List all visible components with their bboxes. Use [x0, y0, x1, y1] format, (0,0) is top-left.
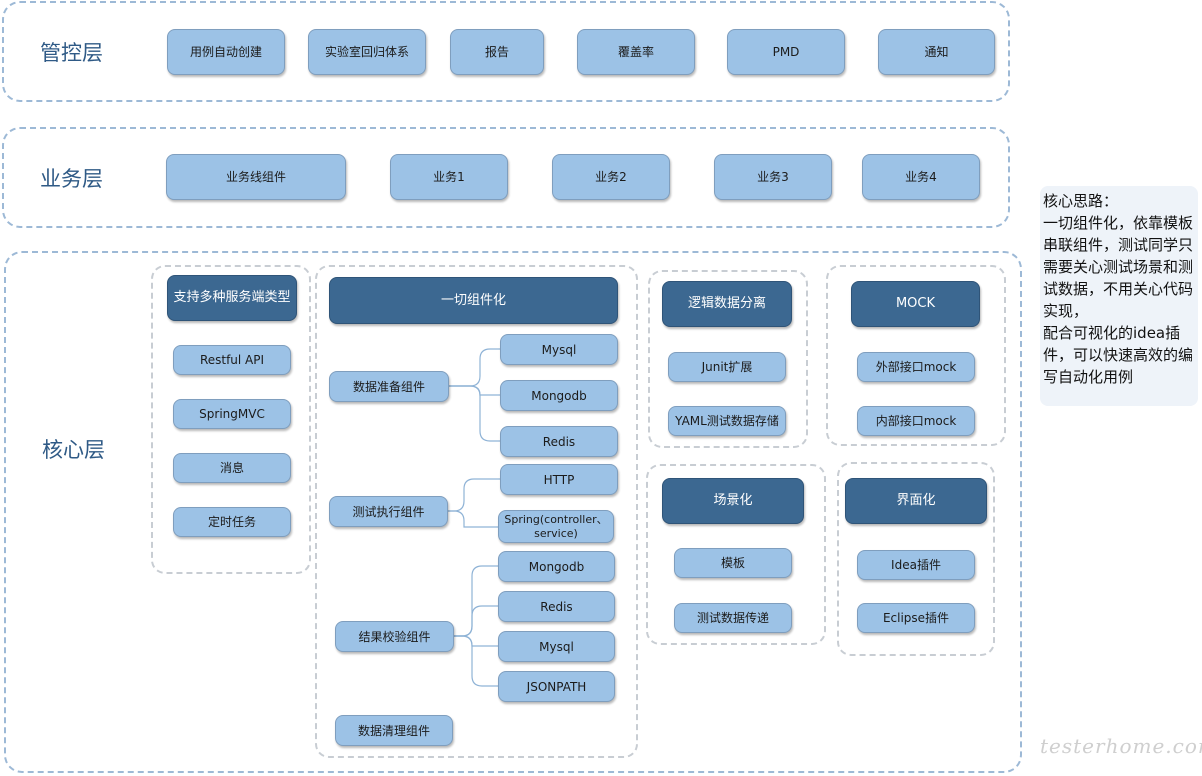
control-item-auto-create[interactable]: 用例自动创建 — [167, 29, 285, 75]
result-check-component[interactable]: 结果校验组件 — [335, 621, 454, 652]
business-item-2[interactable]: 业务2 — [552, 154, 670, 200]
result-check-mongodb[interactable]: Mongodb — [498, 551, 615, 582]
connector-check-mongodb — [454, 565, 498, 637]
ui-group — [837, 462, 995, 656]
connector-exec-http — [448, 478, 500, 512]
ui-header[interactable]: 界面化 — [845, 478, 987, 524]
mock-internal[interactable]: 内部接口mock — [857, 406, 975, 436]
scenario-template[interactable]: 模板 — [674, 548, 792, 578]
core-idea-note: 核心思路： 一切组件化，依靠模板串联组件，测试同学只需要关心测试场景和测试数据，… — [1040, 186, 1198, 406]
components-header[interactable]: 一切组件化 — [329, 277, 618, 324]
core-layer — [4, 251, 1022, 773]
service-springmvc[interactable]: SpringMVC — [173, 399, 291, 429]
control-item-pmd[interactable]: PMD — [727, 29, 845, 75]
data-prep-mongodb[interactable]: Mongodb — [500, 380, 618, 411]
scenario-data-transfer[interactable]: 测试数据传递 — [674, 603, 792, 633]
mock-external[interactable]: 外部接口mock — [857, 352, 975, 382]
test-exec-spring[interactable]: Spring(controller、service) — [498, 510, 614, 543]
ui-idea-plugin[interactable]: Idea插件 — [857, 550, 975, 580]
business-item-line-component[interactable]: 业务线组件 — [166, 154, 346, 200]
control-layer — [2, 1, 1010, 102]
data-prep-component[interactable]: 数据准备组件 — [329, 371, 449, 402]
connector-check-mysql — [454, 635, 498, 647]
connector-prep-mongodb — [449, 385, 500, 396]
test-exec-http[interactable]: HTTP — [500, 464, 618, 495]
mock-group — [826, 265, 1006, 446]
scenario-header[interactable]: 场景化 — [662, 478, 804, 524]
watermark: testerhome.com — [1040, 734, 1202, 758]
result-check-redis[interactable]: Redis — [498, 591, 615, 622]
control-item-lab-regression[interactable]: 实验室回归体系 — [308, 29, 426, 75]
data-clean-component[interactable]: 数据清理组件 — [335, 715, 453, 746]
control-item-notify[interactable]: 通知 — [878, 29, 995, 75]
result-check-mysql[interactable]: Mysql — [498, 631, 615, 662]
connector-prep-mysql — [449, 348, 500, 387]
business-item-3[interactable]: 业务3 — [714, 154, 832, 200]
business-item-4[interactable]: 业务4 — [862, 154, 980, 200]
scenario-group — [646, 464, 826, 645]
core-layer-title: 核心层 — [42, 438, 105, 462]
control-item-report[interactable]: 报告 — [450, 29, 544, 75]
control-item-coverage[interactable]: 覆盖率 — [577, 29, 695, 75]
service-message[interactable]: 消息 — [173, 453, 291, 483]
business-item-1[interactable]: 业务1 — [390, 154, 508, 200]
logic-data-group — [648, 270, 808, 448]
connector-prep-redis — [449, 385, 500, 442]
result-check-jsonpath[interactable]: JSONPATH — [498, 671, 615, 702]
logic-data-header[interactable]: 逻辑数据分离 — [662, 281, 792, 327]
service-scheduled-task[interactable]: 定时任务 — [173, 507, 291, 537]
data-prep-redis[interactable]: Redis — [500, 426, 618, 457]
control-layer-title: 管控层 — [40, 41, 103, 65]
connector-check-jsonpath — [454, 635, 498, 687]
services-header[interactable]: 支持多种服务端类型 — [167, 275, 297, 321]
components-group — [315, 265, 638, 758]
connector-exec-spring — [448, 510, 498, 528]
business-layer-title: 业务层 — [40, 167, 103, 191]
logic-data-yaml[interactable]: YAML测试数据存储 — [668, 406, 786, 436]
test-exec-component[interactable]: 测试执行组件 — [329, 496, 448, 527]
ui-eclipse-plugin[interactable]: Eclipse插件 — [857, 603, 975, 633]
service-restful-api[interactable]: Restful API — [173, 345, 291, 375]
data-prep-mysql[interactable]: Mysql — [500, 334, 618, 365]
logic-data-junit[interactable]: Junit扩展 — [668, 352, 786, 382]
connector-check-redis — [454, 605, 498, 637]
mock-header[interactable]: MOCK — [851, 281, 980, 327]
business-layer — [2, 127, 1010, 228]
services-group — [151, 265, 311, 574]
